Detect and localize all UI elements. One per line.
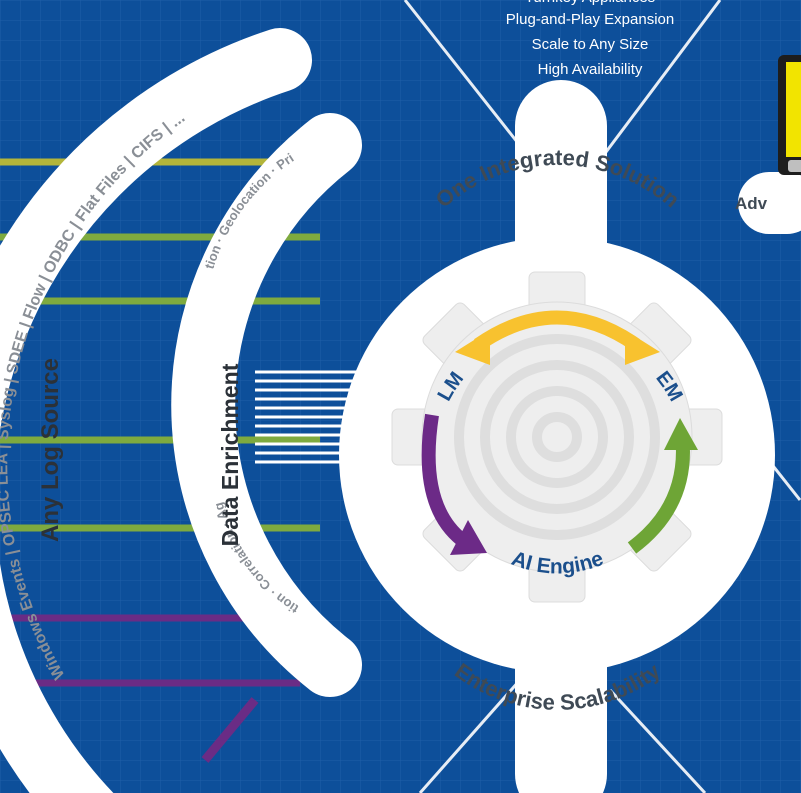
arrow-left-head [455, 330, 490, 365]
cycle-arrows [421, 310, 698, 555]
enrichment-title: Data Enrichment [217, 363, 243, 546]
advanced-label: Adv [735, 194, 768, 213]
arrow-ai-head [450, 520, 487, 555]
device-screen [786, 62, 801, 157]
feature-scale: Scale to Any Size [531, 36, 649, 53]
target-rings [454, 334, 660, 540]
enrichment-arc [171, 113, 362, 697]
arrow-em-head [664, 418, 698, 450]
appliance-device [738, 55, 801, 234]
feature-high-availability: High Availability [537, 61, 643, 78]
log-source-arc [0, 28, 312, 793]
feature-turnkey: Turnkey Appliances [430, 0, 750, 8]
feature-plug-and-play: Plug-and-Play Expansion [505, 11, 675, 28]
arrow-right-head [625, 330, 660, 365]
log-source-title: Any Log Source [37, 358, 64, 542]
